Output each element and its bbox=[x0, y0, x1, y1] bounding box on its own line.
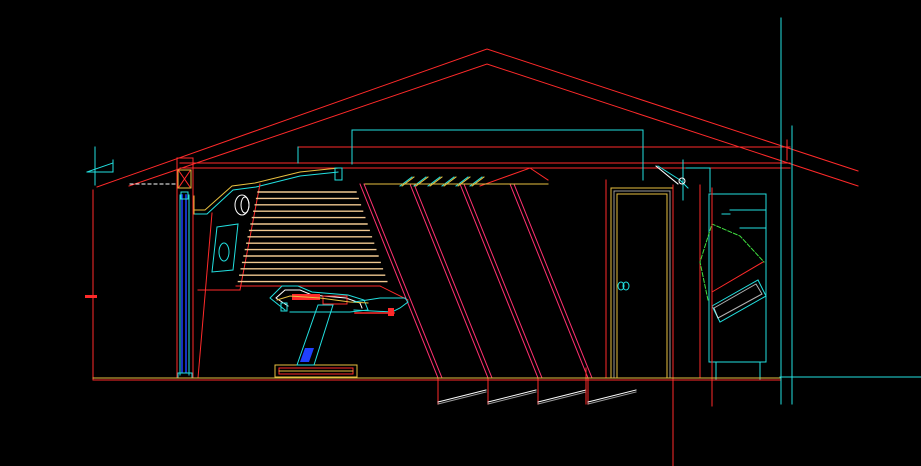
louver-blade bbox=[443, 176, 457, 187]
floor-line bbox=[92, 376, 921, 381]
panel-base bbox=[487, 391, 537, 405]
louver-frame bbox=[479, 167, 549, 187]
angled-panels bbox=[359, 183, 637, 405]
panel-edge bbox=[459, 183, 539, 379]
louver-blade bbox=[427, 176, 441, 187]
louver-blade bbox=[469, 176, 483, 187]
dental-chair bbox=[269, 285, 409, 378]
ceiling-duct-outline bbox=[86, 129, 644, 186]
grid-axes bbox=[780, 17, 793, 405]
panel-base bbox=[537, 391, 587, 405]
acoustic-wall-slats bbox=[235, 191, 409, 301]
panel-edge bbox=[359, 183, 439, 379]
panel-base bbox=[487, 389, 537, 403]
door bbox=[605, 179, 674, 379]
ceiling-slab bbox=[179, 146, 791, 169]
panel-edge bbox=[509, 183, 589, 379]
panel-base bbox=[437, 391, 487, 405]
wall-devices bbox=[211, 194, 250, 273]
ceiling-diffuser bbox=[193, 167, 343, 215]
panel-edge bbox=[413, 183, 493, 379]
roof-inner-line bbox=[128, 63, 859, 187]
equipment-cabinet bbox=[699, 187, 767, 407]
roof-outer-line bbox=[96, 48, 859, 188]
louver-blade bbox=[455, 176, 469, 187]
louver-blade bbox=[415, 176, 429, 187]
louver-blade bbox=[429, 176, 443, 187]
left-wall-column bbox=[176, 157, 194, 379]
louver-blade bbox=[441, 176, 455, 187]
panel-base bbox=[437, 389, 487, 403]
ceiling-right-details bbox=[655, 159, 711, 466]
louver-blade bbox=[413, 176, 427, 187]
left-dimension bbox=[85, 183, 176, 381]
panel-edge bbox=[409, 183, 489, 379]
louver-blade bbox=[401, 176, 415, 187]
panel-base bbox=[537, 389, 587, 403]
panel-base bbox=[587, 389, 637, 403]
panel-edge bbox=[363, 183, 443, 379]
ceiling-louvers bbox=[364, 167, 549, 187]
roof-outline bbox=[96, 48, 859, 188]
louver-blade bbox=[471, 176, 485, 187]
panel-base bbox=[587, 391, 637, 405]
panel-edge bbox=[513, 183, 593, 379]
panel-edge bbox=[463, 183, 543, 379]
